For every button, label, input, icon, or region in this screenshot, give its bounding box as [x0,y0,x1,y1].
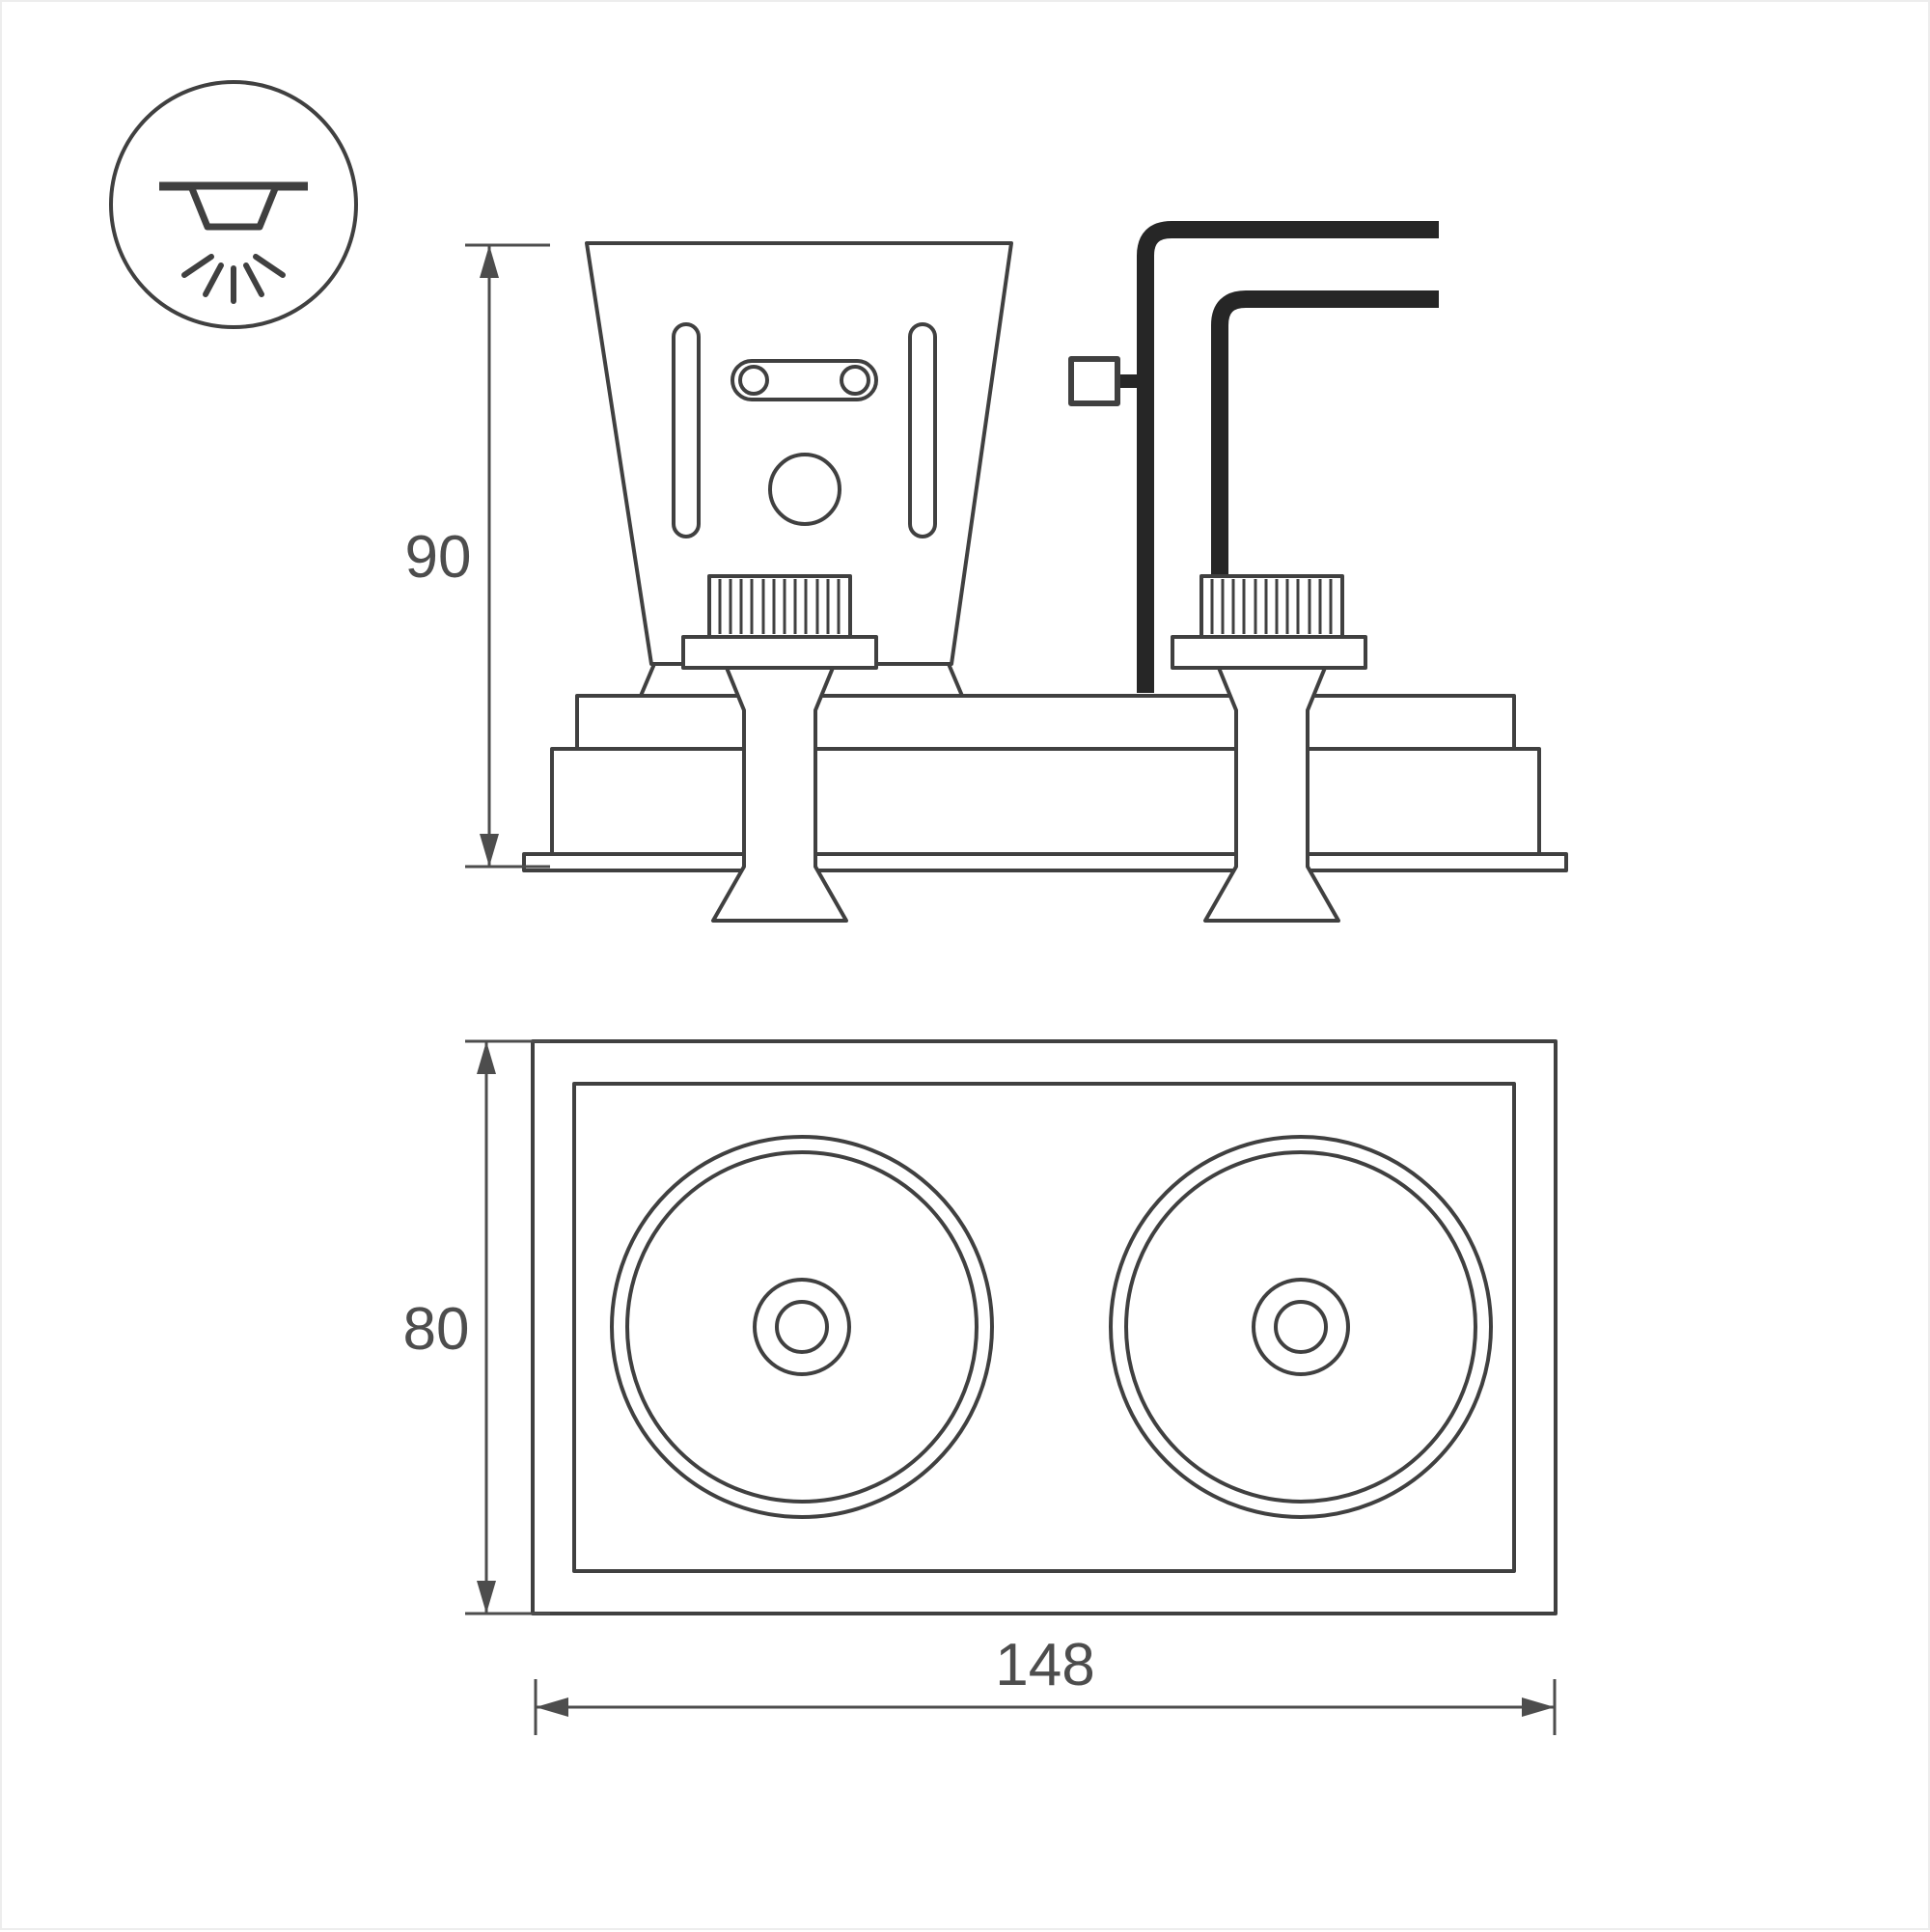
dimension-front-height-label: 80 [403,1296,470,1363]
housing-leg-left [639,663,656,697]
arrow-down-icon [477,1581,496,1614]
cable-connector [1068,356,1120,406]
arrow-right-icon [1522,1697,1555,1717]
frame-flange [522,852,1568,872]
heatsink-left-base [681,635,878,670]
adjustment-slot [731,359,878,401]
frame-body [550,747,1541,856]
lamp-right [1109,1135,1493,1519]
heatsink-left-fins [718,579,841,634]
dimension-side-height-label: 90 [405,524,472,591]
power-cable-2 [1211,290,1439,629]
icon-circle [109,80,358,329]
dimension-front-height: 80 [403,1039,550,1615]
heatsink-right-fins [1210,579,1333,634]
front-outer-frame [531,1039,1558,1615]
recessed-downlight-icon [109,80,358,329]
lamp-right-center-dot [1274,1300,1328,1354]
recessed-lamp-shape [187,182,280,231]
vent-slot-left [672,322,701,538]
lamp-right-outer-ring [1109,1135,1493,1519]
arrow-down-icon [480,834,499,867]
heatsink-right [1171,574,1367,670]
arrow-up-icon [480,245,499,278]
dimension-front-width-label: 148 [995,1632,1094,1698]
arrow-up-icon [477,1041,496,1074]
lamp-right-inner-ring [1124,1150,1477,1504]
reflector-right [1203,666,1340,923]
light-rays-icon [181,254,286,304]
lamp-left-outer-ring [610,1135,994,1519]
adjustment-screw-left [738,365,769,396]
adjustment-screw-right [840,365,870,396]
front-inner-frame [572,1082,1516,1573]
housing-hole [768,453,841,526]
lamp-left-inner-ring [625,1150,979,1504]
housing-leg-right [947,663,964,697]
reflector-left [711,666,848,923]
lamp-left [610,1135,994,1519]
front-view [531,1039,1558,1615]
lamp-right-center-ring [1252,1278,1350,1376]
heatsink-left [681,574,878,670]
side-view [522,221,1568,923]
frame-step [575,694,1516,751]
dimension-side-height: 90 [405,243,550,869]
power-cable-1 [1137,221,1439,693]
vent-slot-right [908,322,937,538]
lamp-left-center-ring [753,1278,851,1376]
arrow-left-icon [536,1697,568,1717]
heatsink-right-base [1171,635,1367,670]
dimension-front-width: 148 [534,1632,1557,1735]
lamp-left-center-dot [775,1300,829,1354]
